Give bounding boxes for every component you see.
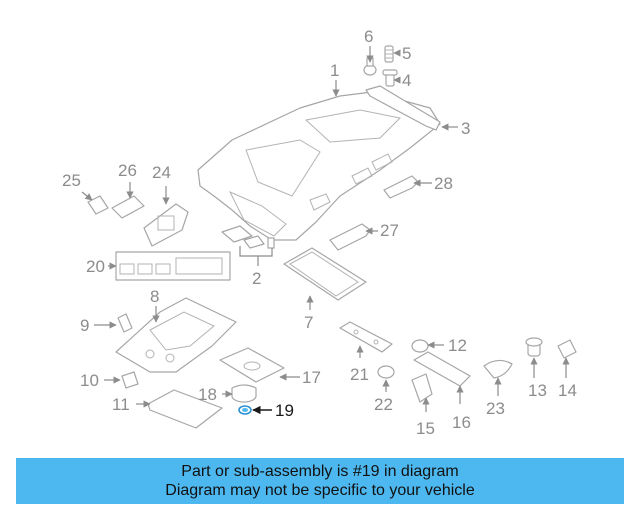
callout-11: 11: [112, 395, 130, 414]
roof-trim-part: [365, 85, 441, 131]
sun-visor-part-24: [143, 203, 189, 247]
lamp-part-13: [525, 337, 543, 357]
callout-22: 22: [374, 395, 393, 414]
callout-7: 7: [304, 313, 313, 332]
info-banner: Part or sub-assembly is #19 in diagram D…: [16, 458, 624, 504]
switch-panel-part-20: [115, 251, 231, 281]
callout-8: 8: [150, 287, 159, 306]
trim-part-16: [413, 351, 471, 387]
clip-part-9: [117, 313, 133, 333]
grommet-part-19: [238, 405, 252, 415]
headliner-part: [197, 91, 441, 241]
callout-27: 27: [380, 221, 399, 240]
overhead-console-part: [115, 297, 237, 373]
callout-26: 26: [118, 161, 137, 180]
callout-20: 20: [86, 257, 105, 276]
bracket-part: [221, 225, 275, 249]
callout-18: 18: [198, 385, 217, 404]
callout-4: 4: [402, 71, 411, 90]
callout-1: 1: [330, 61, 339, 80]
clip-part-5: [384, 45, 394, 63]
callout-2: 2: [252, 269, 261, 288]
callout-19: 19: [275, 401, 294, 420]
holder-part-25: [87, 195, 109, 215]
callout-12: 12: [448, 336, 467, 355]
callout-15: 15: [416, 419, 435, 438]
cap-part-18: [231, 384, 257, 403]
grab-handle-part-27: [329, 223, 371, 251]
switch-part-10: [121, 371, 139, 389]
lamp-part-23: [483, 359, 513, 379]
pad-part-17: [219, 347, 285, 383]
trim-part-15: [411, 373, 433, 403]
callout-10: 10: [80, 371, 99, 390]
callout-28: 28: [434, 174, 453, 193]
callout-6: 6: [364, 27, 373, 46]
leader-lines: [81, 46, 570, 415]
callout-13: 13: [528, 381, 547, 400]
cover-part-11: [147, 389, 223, 429]
callout-24: 24: [152, 163, 171, 182]
callout-5: 5: [402, 44, 411, 63]
clip-part-14: [557, 339, 577, 359]
sunshade-part: [283, 247, 367, 301]
bracket-part-21: [339, 321, 393, 353]
callout-3: 3: [461, 119, 470, 138]
mirror-part-26: [111, 195, 145, 219]
callout-21: 21: [350, 365, 369, 384]
callout-14: 14: [558, 381, 577, 400]
callout-23: 23: [486, 399, 505, 418]
callout-9: 9: [80, 316, 89, 335]
callout-25: 25: [62, 171, 81, 190]
grab-handle-part-28: [383, 175, 419, 199]
exploded-parts-diagram: 1234567891011121314151617181920212223242…: [62, 27, 577, 438]
clip-part-12: [411, 339, 429, 353]
banner-line-disclaimer: Diagram may not be specific to your vehi…: [165, 482, 475, 499]
callout-16: 16: [452, 413, 471, 432]
cap-part-22: [377, 365, 395, 379]
banner-line-part-number: Part or sub-assembly is #19 in diagram: [181, 463, 459, 480]
callout-17: 17: [302, 368, 321, 387]
clip-part-4: [382, 69, 398, 87]
